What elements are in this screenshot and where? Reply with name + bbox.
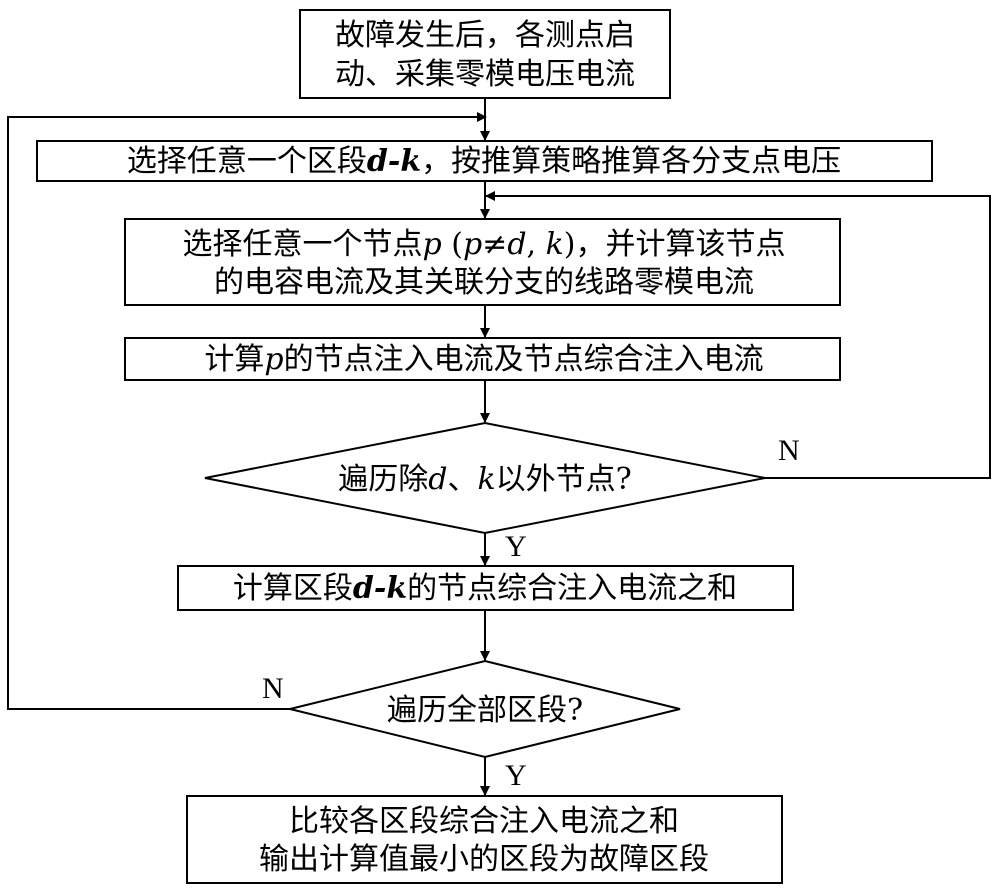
label-yes-sections: Y: [505, 759, 527, 792]
label-no-nodes: N: [778, 434, 800, 467]
calc-section-sum-text: 计算区段d-k的节点综合注入电流之和: [233, 571, 737, 606]
select-node-line2: 的电容电流及其关联分支的线路零模电流: [214, 265, 754, 300]
select-section-box: 选择任意一个区段d-k，按推算策略推算各分支点电压: [36, 140, 933, 182]
label-no-sections: N: [262, 672, 284, 705]
output-line1: 比较各区段综合注入电流之和: [289, 804, 679, 839]
calc-section-sum-box: 计算区段d-k的节点综合注入电流之和: [177, 565, 794, 611]
select-node-box: 选择任意一个节点p (p≠d, k)，并计算该节点 的电容电流及其关联分支的线路…: [124, 218, 841, 306]
output-box: 比较各区段综合注入电流之和 输出计算值最小的区段为故障区段: [186, 795, 783, 884]
start-line2: 动、采集零模电压电流: [335, 57, 635, 92]
decision-nodes-text: 遍历除d、k以外节点?: [338, 462, 632, 497]
label-yes-nodes: Y: [505, 530, 527, 563]
loop-no-to-select-section: [7, 112, 487, 710]
calc-node-current-box: 计算p的节点注入电流及节点综合注入电流: [124, 337, 841, 381]
decision-sections-text: 遍历全部区段?: [387, 693, 583, 728]
select-section-text: 选择任意一个区段d-k，按推算策略推算各分支点电压: [127, 144, 841, 179]
decision-nodes-diamond: 遍历除d、k以外节点?: [204, 421, 766, 535]
output-line2: 输出计算值最小的区段为故障区段: [259, 842, 709, 877]
loop-no-to-select-node: [485, 191, 991, 479]
calc-node-current-text: 计算p的节点注入电流及节点综合注入电流: [204, 342, 763, 377]
select-node-line1: 选择任意一个节点p (p≠d, k)，并计算该节点: [182, 227, 785, 262]
start-box: 故障发生后，各测点启 动、采集零模电压电流: [299, 9, 671, 99]
decision-sections-diamond: 遍历全部区段?: [289, 659, 681, 759]
start-line1: 故障发生后，各测点启: [335, 18, 635, 53]
